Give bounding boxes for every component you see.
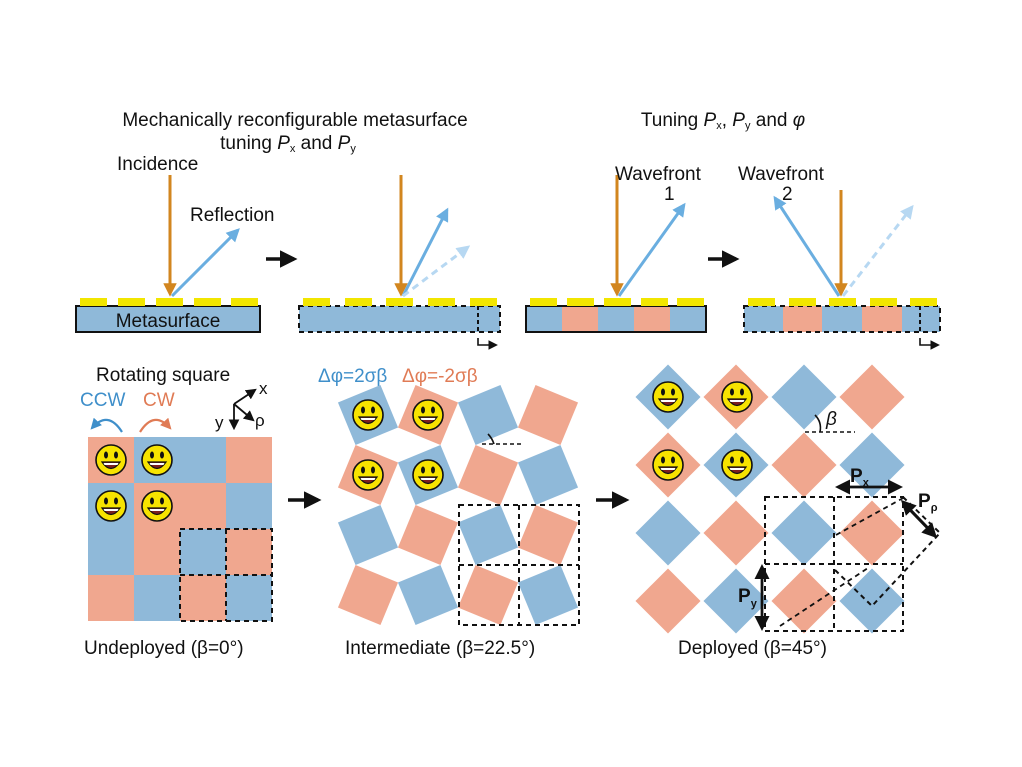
unit-cell-square xyxy=(517,504,579,566)
emoji-icon xyxy=(412,459,444,491)
emoji-icon xyxy=(352,399,384,431)
panel-a-title-line1: Mechanically reconfigurable metasurface xyxy=(122,110,467,131)
unit-cell-square xyxy=(635,500,701,566)
emoji-icon xyxy=(95,444,127,476)
unit-cell-square xyxy=(635,568,701,634)
panel-a-title-line2: tuning Px and Py xyxy=(220,133,356,155)
axis-y-label: y xyxy=(215,413,224,432)
reflection-arrow-previous xyxy=(402,245,471,298)
unit-cell-square xyxy=(771,568,837,634)
emoji-icon xyxy=(352,459,384,491)
emoji-icon xyxy=(721,449,753,481)
wavefront1-arrow xyxy=(617,202,686,297)
cw-label: CW xyxy=(143,390,175,411)
unit-cell-square xyxy=(517,384,579,446)
wavefront-previous-arrow xyxy=(841,204,914,297)
unit-cell-square xyxy=(457,444,519,506)
axis-x-label: x xyxy=(259,379,268,398)
unit-cell-square xyxy=(839,500,905,566)
unit-cell-square xyxy=(457,564,519,626)
emoji-icon xyxy=(95,490,127,522)
axis-rho-label: ρ xyxy=(255,411,265,430)
px-label: Px xyxy=(850,466,870,489)
wavefront2-label: Wavefront xyxy=(738,164,825,185)
metasurface-undeployed-side: Metasurface xyxy=(75,298,261,333)
axes-icon xyxy=(228,388,257,431)
unit-cell-square xyxy=(771,432,837,498)
emoji-icon xyxy=(652,449,684,481)
caption-intermediate: Intermediate (β=22.5°) xyxy=(345,638,535,659)
unit-cell-square xyxy=(839,568,905,634)
wavefront2-arrow xyxy=(773,195,841,297)
metasurface-graded-phase xyxy=(525,298,707,333)
emoji-icon xyxy=(412,399,444,431)
beta-angle-label: β xyxy=(825,409,837,430)
unit-cell-square xyxy=(337,564,399,626)
wavefront1-label: Wavefront xyxy=(615,164,702,185)
delta-phi-orange-label: Δφ=-2σβ xyxy=(402,366,478,387)
caption-deployed: Deployed (β=45°) xyxy=(678,638,827,659)
rotating-square-label: Rotating square xyxy=(96,365,230,386)
caption-undeployed: Undeployed (β=0°) xyxy=(84,638,244,659)
wavefront2-number: 2 xyxy=(782,184,793,205)
panel-b-title: Tuning Px, Py and φ xyxy=(641,110,805,132)
wavefront1-number: 1 xyxy=(664,184,675,205)
unit-cell-square xyxy=(337,504,399,566)
unit-cell-square xyxy=(397,564,459,626)
cw-arrow xyxy=(139,417,172,433)
reflection-label: Reflection xyxy=(190,205,275,226)
deployed-grid xyxy=(635,364,905,634)
unit-cell-square xyxy=(457,384,519,446)
unit-cell-square xyxy=(457,504,519,566)
py-label: Py xyxy=(738,586,758,610)
unit-cell-square xyxy=(771,500,837,566)
emoji-icon xyxy=(652,381,684,413)
reflection-arrow xyxy=(170,228,240,298)
unit-cell-square xyxy=(517,444,579,506)
unit-cell-square xyxy=(517,564,579,626)
reflection-arrow-tilted xyxy=(401,207,449,297)
ccw-label: CCW xyxy=(80,390,125,411)
metasurface-graded-phase-stretched xyxy=(743,298,941,350)
emoji-icon xyxy=(721,381,753,413)
prho-label: Pρ xyxy=(918,491,938,514)
metasurface-stretched-side xyxy=(298,298,501,350)
emoji-icon xyxy=(141,490,173,522)
metasurface-label: Metasurface xyxy=(116,311,221,332)
ccw-arrow xyxy=(90,417,123,433)
prho-dimension-arrow-back xyxy=(900,499,931,531)
intermediate-dashed-cells xyxy=(458,433,580,626)
unit-cell-square xyxy=(839,364,905,430)
delta-phi-blue-label: Δφ=2σβ xyxy=(318,366,387,387)
unit-cell-square xyxy=(397,504,459,566)
unit-cell-square xyxy=(703,500,769,566)
unit-cell-square xyxy=(703,568,769,634)
emoji-icon xyxy=(141,444,173,476)
unit-cell-square xyxy=(771,364,837,430)
incidence-label: Incidence xyxy=(117,154,198,175)
